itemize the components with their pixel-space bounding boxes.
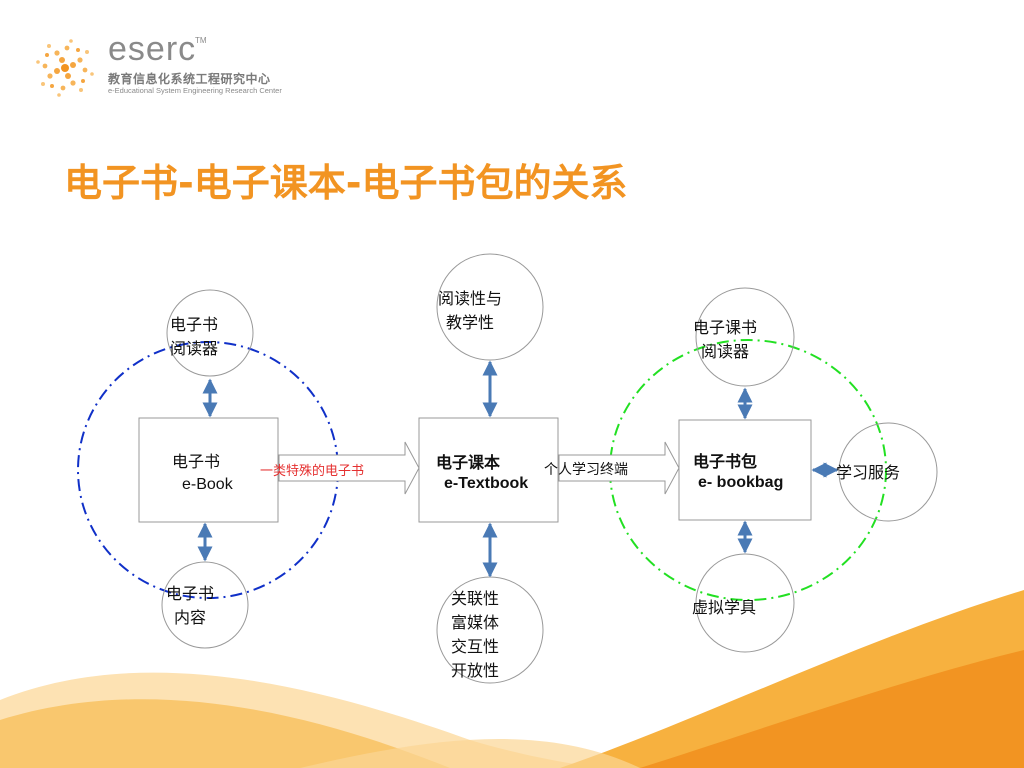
logo-english-name: e-Educational System Engineering Researc… [108,86,282,95]
etextbook-cn-label: 电子课本 [436,453,501,472]
ebook-reader-label: 电子书 阅读器 [170,313,218,361]
etextbook-box [418,417,559,523]
feature-rich-media: 富媒体 [451,613,500,632]
learning-service-label: 学习服务 [836,463,901,482]
block-arrow-ebook-to-etextbook [278,441,420,495]
logo-wordmark: eserc [108,30,197,68]
ebookbag-group-dashed-circle [609,339,887,601]
virtual-tools-label: 虚拟学具 [692,598,757,617]
logo-trademark: TM [195,36,207,45]
ebook-content-line-1: 电子书 [166,584,215,603]
page-title: 电子书-电子课本-电子书包的关系 [64,161,628,205]
ebookbag-en-label: e- bookbag [698,474,784,491]
textbook-reader-line-1: 电子课书 [693,318,758,337]
ebook-box [138,417,279,523]
readability-line-2: 教学性 [446,313,495,332]
ebook-en-label: e-Book [182,476,233,493]
ebook-reader-line-1: 电子书 [170,315,219,334]
ebook-content-circle [161,561,249,649]
ebook-reader-line-2: 阅读器 [170,339,219,358]
textbook-reader-line-2: 阅读器 [701,342,750,361]
ebook-content-line-2: 内容 [174,608,207,627]
ebook-cn-label: 电子书 [172,452,221,471]
ebook-content-label: 电子书 内容 [166,582,214,630]
ebook-reader-circle [166,289,254,377]
logo-chinese-name: 教育信息化系统工程研究中心 [108,72,271,86]
bottom-swoosh-decoration [0,590,1024,768]
readability-label: 阅读性与 教学性 [438,287,502,335]
feature-openness: 开放性 [451,661,500,680]
special-ebook-label: 一类特殊的电子书 [260,464,365,479]
feature-association: 关联性 [451,589,500,608]
personal-terminal-label: 个人学习终端 [544,462,628,478]
etextbook-en-label: e-Textbook [444,475,529,492]
readability-circle [436,253,544,361]
ebookbag-box [678,419,812,521]
textbook-reader-circle [695,287,795,387]
eserc-logo-icon [36,39,94,97]
features-label: 关联性 富媒体 交互性 开放性 [451,587,499,683]
textbook-reader-label: 电子课书 阅读器 [693,316,757,364]
feature-interactivity: 交互性 [451,637,500,656]
ebookbag-cn-label: 电子书包 [693,452,758,471]
block-arrow-etextbook-to-ebookbag [558,441,680,495]
virtual-tools-circle [695,553,795,653]
readability-line-1: 阅读性与 [438,289,503,308]
learning-service-circle [838,422,938,522]
